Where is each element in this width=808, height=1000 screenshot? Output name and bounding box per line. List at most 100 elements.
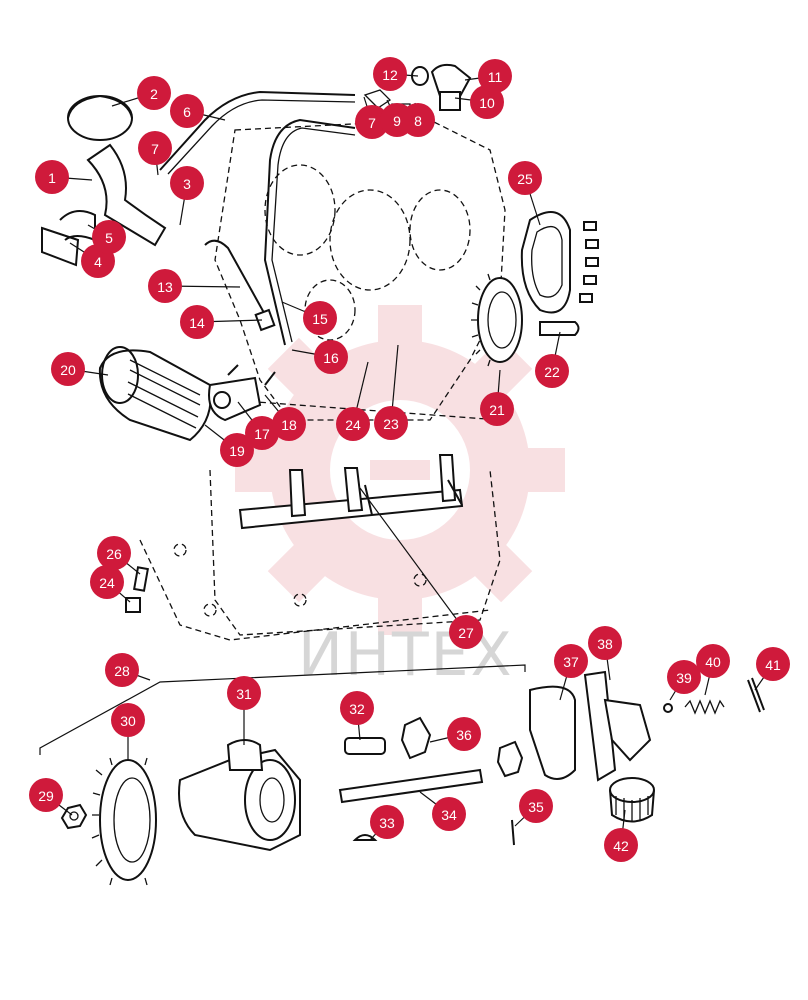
- callout-c32: 32: [340, 691, 374, 725]
- callout-c35: 35: [519, 789, 553, 823]
- callout-number: 36: [456, 727, 472, 743]
- callout-badge: [227, 676, 261, 710]
- callout-badge: [696, 644, 730, 678]
- callout-badge: [355, 105, 389, 139]
- bolt-set: [579, 221, 599, 303]
- callout-c11: 11: [478, 59, 512, 93]
- callout-badge: [478, 59, 512, 93]
- banjo-fitting: [363, 63, 472, 123]
- callout-badge: [220, 433, 254, 467]
- callout-number: 38: [597, 636, 613, 652]
- callout-number: 6: [183, 104, 191, 120]
- callout-c40: 40: [696, 644, 730, 678]
- callout-c7a: 7: [138, 131, 172, 165]
- pump-gears: [400, 716, 524, 778]
- callout-number: 19: [229, 443, 245, 459]
- oil-pipe: [159, 90, 356, 175]
- camshaft: [238, 454, 464, 530]
- callout-number: 28: [114, 663, 130, 679]
- callout-c3: 3: [170, 166, 204, 200]
- callout-number: 35: [528, 799, 544, 815]
- callout-badge: [508, 161, 542, 195]
- callout-badge: [449, 615, 483, 649]
- callout-number: 12: [382, 67, 398, 83]
- callout-number: 27: [458, 625, 474, 641]
- callout-number: 32: [349, 701, 365, 717]
- callout-badge: [667, 660, 701, 694]
- callout-badge: [97, 536, 131, 570]
- filter-head: [208, 364, 276, 422]
- callout-badge: [314, 340, 348, 374]
- callout-c24a: 24: [336, 407, 370, 441]
- callout-badge: [51, 352, 85, 386]
- callout-number: 5: [105, 230, 113, 246]
- callout-c5: 5: [92, 220, 126, 254]
- callout-number: 11: [488, 69, 503, 85]
- callout-number: 18: [281, 417, 297, 433]
- callout-badge: [303, 301, 337, 335]
- callout-number: 7: [368, 115, 376, 131]
- callout-badge: [336, 407, 370, 441]
- callout-c37: 37: [554, 644, 588, 678]
- callout-badge: [447, 717, 481, 751]
- callout-c31: 31: [227, 676, 261, 710]
- callout-badge: [373, 57, 407, 91]
- callout-number: 8: [414, 113, 422, 129]
- callout-number: 15: [312, 311, 328, 327]
- callout-c38: 38: [588, 626, 622, 660]
- callout-badge: [111, 703, 145, 737]
- callout-c41: 41: [756, 647, 790, 681]
- callout-number: 17: [254, 426, 270, 442]
- woodruff-key: [352, 834, 378, 841]
- callout-c29: 29: [29, 778, 63, 812]
- bushing: [344, 737, 386, 755]
- callout-c39: 39: [667, 660, 701, 694]
- oil-strainer: [609, 777, 655, 823]
- callout-number: 29: [38, 788, 54, 804]
- callout-number: 25: [517, 171, 533, 187]
- callout-badge: [148, 269, 182, 303]
- callout-c24b: 24: [90, 565, 124, 599]
- callout-number: 2: [150, 86, 158, 102]
- dipstick: [204, 239, 276, 332]
- callout-c27: 27: [449, 615, 483, 649]
- callout-number: 34: [441, 807, 457, 823]
- callout-badge: [588, 626, 622, 660]
- callout-c19: 19: [220, 433, 254, 467]
- callout-c18: 18: [272, 407, 306, 441]
- callout-c2: 2: [137, 76, 171, 110]
- callout-number: 26: [106, 546, 122, 562]
- callout-c15: 15: [303, 301, 337, 335]
- callout-number: 13: [157, 279, 173, 295]
- callout-badge: [519, 789, 553, 823]
- callout-badge: [29, 778, 63, 812]
- callout-badge: [374, 406, 408, 440]
- camshaft-gear: [471, 273, 523, 367]
- leader-line-c27: [359, 487, 467, 633]
- callout-badge: [170, 94, 204, 128]
- callout-badge: [137, 76, 171, 110]
- callout-badge: [380, 103, 414, 137]
- callout-number: 23: [383, 416, 399, 432]
- callout-c33: 33: [370, 805, 404, 839]
- callout-number: 30: [120, 713, 136, 729]
- callout-c12: 12: [373, 57, 407, 91]
- nut: [60, 803, 88, 830]
- callout-number: 40: [705, 654, 721, 670]
- callout-c36: 36: [447, 717, 481, 751]
- callout-number: 22: [544, 364, 560, 380]
- callout-c1: 1: [35, 160, 69, 194]
- callout-badge: [480, 392, 514, 426]
- callout-number: 31: [236, 686, 252, 702]
- pump-cover: [583, 670, 652, 782]
- callout-badge: [340, 691, 374, 725]
- plug-and-stud: [125, 566, 149, 613]
- relief-valve-parts: [663, 677, 765, 715]
- callout-badge: [432, 797, 466, 831]
- callout-number: 1: [48, 170, 56, 186]
- callout-badge: [535, 354, 569, 388]
- callout-badge: [92, 220, 126, 254]
- gear-hub-spacer: [539, 321, 580, 336]
- oil-pump-group-bracket: [39, 664, 526, 755]
- callout-c16: 16: [314, 340, 348, 374]
